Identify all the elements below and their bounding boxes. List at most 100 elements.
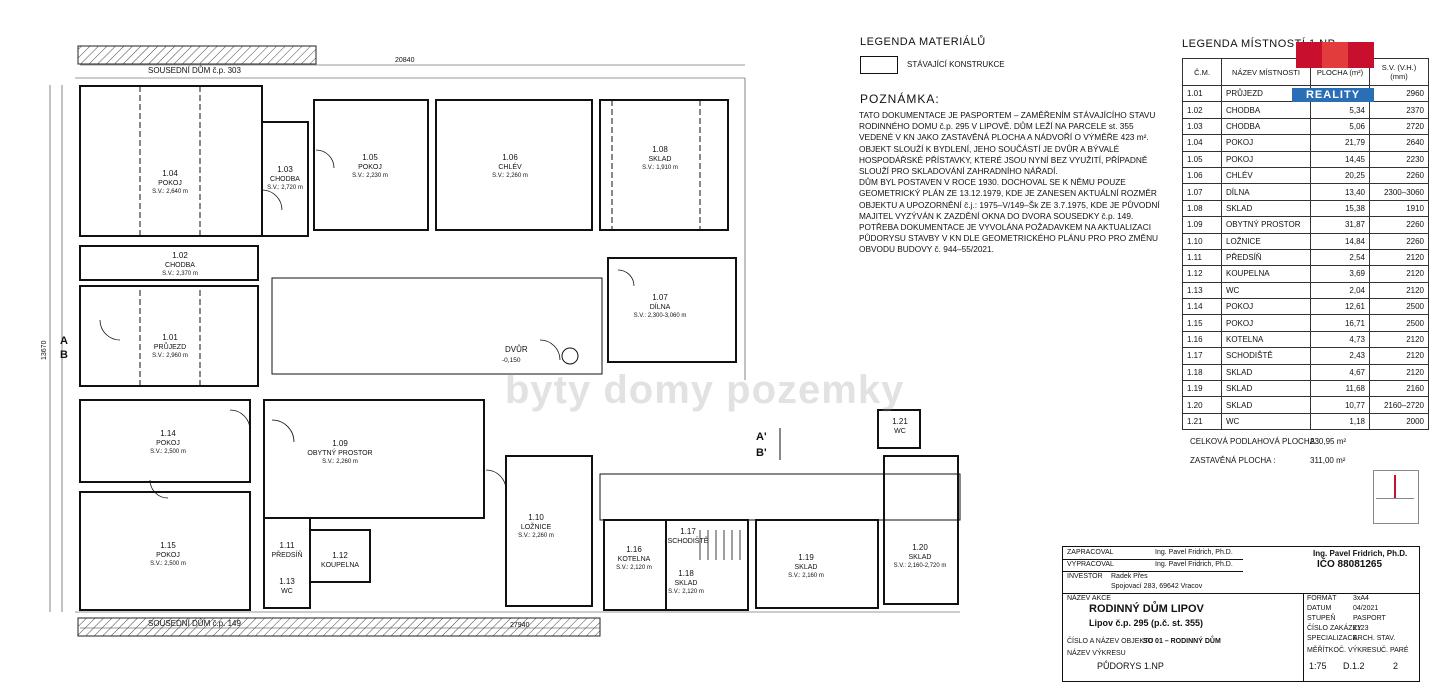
room-num-label: 1.21 <box>892 417 908 426</box>
room-name: CHODBA <box>1221 117 1311 136</box>
room-height: 2120 <box>1369 248 1429 267</box>
courtyard-label: DVŮR <box>505 345 528 354</box>
room-num-label: 1.14 <box>160 429 176 438</box>
room-number: 1.08 <box>1182 199 1222 218</box>
room-name-label: CHODBA <box>270 176 300 183</box>
watermark: byty domy pozemky <box>505 368 905 412</box>
room-area: 15,38 <box>1310 199 1370 218</box>
room-num-label: 1.03 <box>277 165 293 174</box>
room-name: WC <box>1221 281 1311 300</box>
room-area: 3,69 <box>1310 265 1370 283</box>
built-area-label: ZASTAVĚNÁ PLOCHA : <box>1190 456 1276 465</box>
room-name: DÍLNA <box>1221 183 1311 201</box>
dim-left-total: 13670 <box>41 340 48 360</box>
room-number: 1.12 <box>1182 265 1222 283</box>
room-number: 1.19 <box>1182 380 1222 398</box>
room-name: SKLAD <box>1221 363 1311 382</box>
room-area: 14,45 <box>1310 150 1370 168</box>
room-height-label: S.V.: 2,260 m <box>322 459 358 465</box>
room-num-label: 1.11 <box>280 541 296 550</box>
room-number: 1.11 <box>1182 248 1222 267</box>
room-height: 2260 <box>1369 166 1429 185</box>
room-name-label: OBYTNÝ PROSTOR <box>307 448 372 457</box>
room-number: 1.16 <box>1182 330 1222 349</box>
door-swings <box>99 149 635 499</box>
room-name-label: KOUPELNA <box>321 562 359 569</box>
room-number: 1.03 <box>1182 117 1222 136</box>
well-symbol <box>561 347 579 365</box>
room-height-label: S.V.: 2,260 m <box>492 173 528 179</box>
room-name-label: POKOJ <box>156 440 180 447</box>
room-num-label: 1.07 <box>652 293 668 302</box>
section-a-label: A <box>60 335 68 347</box>
room-height-label: S.V.: 2,120 m <box>668 589 704 595</box>
room-name-label: SKLAD <box>649 156 672 163</box>
room-name-label: WC <box>281 588 293 595</box>
room-num-label: 1.18 <box>678 569 694 578</box>
existing-construction-label: STÁVAJÍCÍ KONSTRUKCE <box>907 60 1005 69</box>
room-height-label: S.V.: 2,160 m <box>788 573 824 579</box>
room-name-label: KOTELNA <box>618 556 651 563</box>
room-num-label: 1.02 <box>172 251 188 260</box>
existing-construction-swatch <box>860 56 898 74</box>
room-number: 1.15 <box>1182 314 1222 332</box>
room-name: POKOJ <box>1221 298 1311 316</box>
room-name: SKLAD <box>1221 199 1311 218</box>
room-name-label: CHLÉV <box>498 162 522 171</box>
room-name-label: POKOJ <box>358 164 382 171</box>
room-height: 2260 <box>1369 216 1429 234</box>
room-area: 21,79 <box>1310 134 1370 152</box>
room-table: Č.M. NÁZEV MÍSTNOSTI PLOCHA (m²) S.V. (V… <box>1182 58 1429 431</box>
room-height-label: S.V.: 2,120 m <box>616 565 652 571</box>
room-height: 2260 <box>1369 232 1429 250</box>
room-height: 2120 <box>1369 330 1429 349</box>
room-height: 2500 <box>1369 314 1429 332</box>
room-num-label: 1.06 <box>502 153 518 162</box>
north-marker <box>1373 470 1419 524</box>
room-height: 2370 <box>1369 101 1429 119</box>
note-title: POZNÁMKA: <box>860 92 940 106</box>
room-height: 2160 <box>1369 380 1429 398</box>
room-height: 2640 <box>1369 134 1429 152</box>
room-name-label: LOŽNICE <box>521 522 552 531</box>
room-area: 2,43 <box>1310 347 1370 365</box>
room-num-label: 1.17 <box>680 527 696 536</box>
room-number: 1.09 <box>1182 216 1222 234</box>
room-number: 1.17 <box>1182 347 1222 365</box>
room-height: 2720 <box>1369 117 1429 136</box>
room-name-label: CHODBA <box>165 262 195 269</box>
room-height: 2120 <box>1369 363 1429 382</box>
room-height: 2500 <box>1369 298 1429 316</box>
realty-logo: REALITY <box>1292 42 1374 106</box>
room-height-label: S.V.: 2,300-3,060 m <box>634 313 687 319</box>
room-height-label: S.V.: 2,640 m <box>152 189 188 195</box>
room-number: 1.18 <box>1182 363 1222 382</box>
room-number: 1.13 <box>1182 281 1222 300</box>
room-num-label: 1.10 <box>528 513 544 522</box>
room-area: 10,77 <box>1310 396 1370 414</box>
room-height: 2120 <box>1369 265 1429 283</box>
note-text: TATO DOKUMENTACE JE PASPORTEM – ZAMĚŘENÍ… <box>859 110 1160 255</box>
room-height: 2000 <box>1369 412 1429 431</box>
section-a2-label: A' <box>756 431 767 443</box>
room-height-label: S.V.: 2,720 m <box>267 185 303 191</box>
room-num-label: 1.19 <box>798 553 814 562</box>
dim-bottom-total: 27940 <box>510 622 530 629</box>
room-name: CHLÉV <box>1221 166 1311 185</box>
room-name: SCHODIŠTĚ <box>1221 347 1311 365</box>
room-area: 5,06 <box>1310 117 1370 136</box>
dim-top-total: 20840 <box>395 57 415 64</box>
room-name: SKLAD <box>1221 396 1311 414</box>
room-name-label: DÍLNA <box>650 302 671 311</box>
